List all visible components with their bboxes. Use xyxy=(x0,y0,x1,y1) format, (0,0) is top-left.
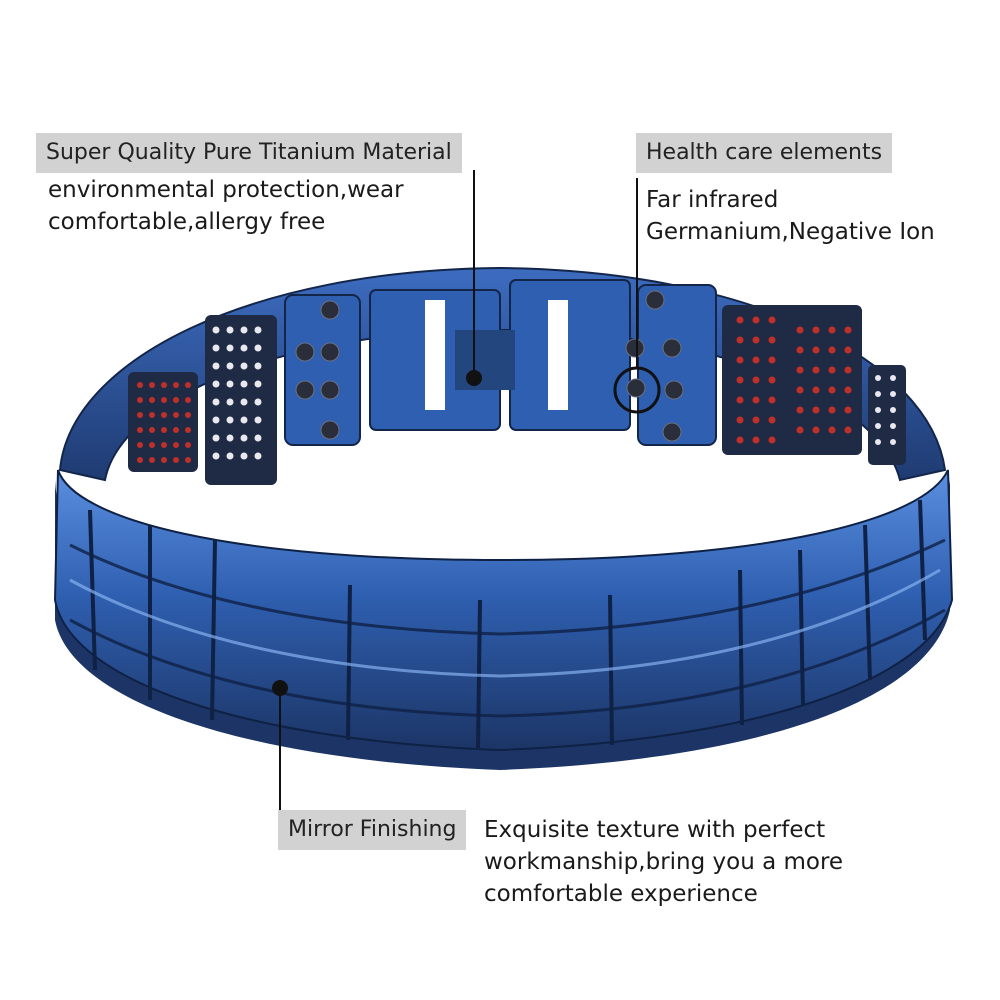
infrared-panel-right xyxy=(722,305,862,455)
health-care-tag: Health care elements xyxy=(636,133,893,173)
germanium-panel-right xyxy=(625,284,717,446)
callout-pointers xyxy=(272,170,661,830)
mirror-pointer xyxy=(272,680,288,830)
health-description-line-2: Germanium,Negative Ion xyxy=(646,219,935,245)
mirror-finishing-tag: Mirror Finishing xyxy=(278,810,467,850)
magnet-panels xyxy=(128,279,906,485)
titanium-material-description: environmental protection,wear comfortabl… xyxy=(48,174,404,238)
mirror-description-line-3: comfortable experience xyxy=(484,881,758,907)
titanium-material-tag: Super Quality Pure Titanium Material xyxy=(36,133,462,173)
infrared-panel-left xyxy=(128,372,198,472)
titanium-pointer xyxy=(466,170,482,386)
clasp xyxy=(369,279,631,431)
mirror-finishing-description: Exquisite texture with perfect workmansh… xyxy=(484,814,843,910)
titanium-description-line-2: comfortable,allergy free xyxy=(48,209,326,235)
bracelet-front-band xyxy=(53,469,954,770)
health-pointer xyxy=(613,178,661,414)
mirror-description-line-1: Exquisite texture with perfect xyxy=(484,817,826,843)
mirror-description-line-2: workmanship,bring you a more xyxy=(484,849,844,875)
ion-panel-left xyxy=(205,315,277,485)
health-description-line-1: Far infrared xyxy=(646,187,779,213)
health-care-description: Far infrared Germanium,Negative Ion xyxy=(646,184,935,248)
germanium-panel-left xyxy=(284,294,361,446)
ion-panel-right xyxy=(868,365,906,465)
titanium-description-line-1: environmental protection,wear xyxy=(48,177,404,203)
